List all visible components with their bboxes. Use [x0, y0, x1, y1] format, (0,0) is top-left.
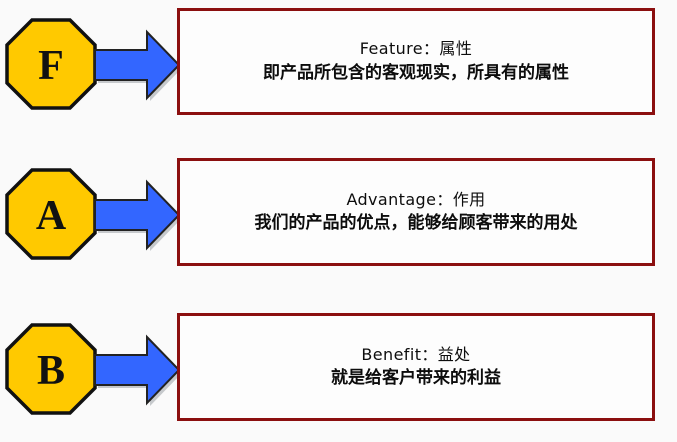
box-title-advantage: Advantage：作用 [346, 189, 486, 209]
box-title-benefit: Benefit：益处 [361, 344, 471, 364]
box-description-advantage: 我们的产品的优点，能够给顾客带来的用处 [254, 213, 578, 234]
badge-letter-b: B [37, 348, 65, 394]
fab-row-feature: F Feature：属性 即产品所包含的客观现实，所具有的属性 [0, 0, 677, 130]
octagon-shape [5, 168, 97, 260]
blue-arrow-icon [94, 179, 182, 251]
badge-letter-a: A [36, 193, 67, 239]
arrow-shape [94, 334, 181, 406]
description-box-advantage: Advantage：作用 我们的产品的优点，能够给顾客带来的用处 [177, 158, 655, 266]
box-title-feature: Feature：属性 [359, 39, 473, 59]
arrow-shape [94, 179, 181, 251]
blue-arrow-icon [94, 334, 182, 406]
fab-row-advantage: A Advantage：作用 我们的产品的优点，能够给顾客带来的用处 [0, 150, 677, 280]
fab-row-benefit: B Benefit：益处 就是给客户带来的利益 [0, 305, 677, 435]
octagon-shape [5, 323, 97, 415]
blue-arrow-icon [94, 29, 182, 101]
box-description-benefit: 就是给客户带来的利益 [331, 368, 501, 389]
arrow-shape [94, 29, 181, 101]
box-description-feature: 即产品所包含的客观现实，所具有的属性 [263, 62, 569, 83]
octagon-badge-f: F [5, 18, 97, 110]
octagon-badge-a: A [5, 168, 97, 260]
octagon-badge-b: B [5, 323, 97, 415]
description-box-benefit: Benefit：益处 就是给客户带来的利益 [177, 313, 655, 421]
description-box-feature: Feature：属性 即产品所包含的客观现实，所具有的属性 [177, 8, 655, 115]
badge-letter-f: F [38, 43, 64, 89]
octagon-shape [5, 18, 97, 110]
